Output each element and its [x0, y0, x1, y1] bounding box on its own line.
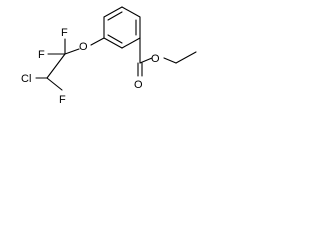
fluorine-atom-left: F: [38, 49, 45, 61]
ester-oxygen-atom: O: [151, 53, 160, 65]
chlorofluoromethyl-group: [35, 77, 63, 91]
fluorine-atom-bottom: F: [59, 94, 66, 106]
benzene-ring: [103, 6, 141, 49]
fluorine-atom-top: F: [61, 27, 68, 39]
ether-oxygen-atom: O: [79, 41, 88, 53]
difluoromethylene-group: [46, 38, 66, 79]
chlorine-atom: Cl: [21, 73, 31, 85]
chemical-structure: F F O Cl F O O: [21, 6, 197, 106]
ester-group: [137, 37, 197, 77]
carbonyl-oxygen-atom: O: [134, 79, 143, 91]
ether-linkage: [64, 37, 105, 55]
